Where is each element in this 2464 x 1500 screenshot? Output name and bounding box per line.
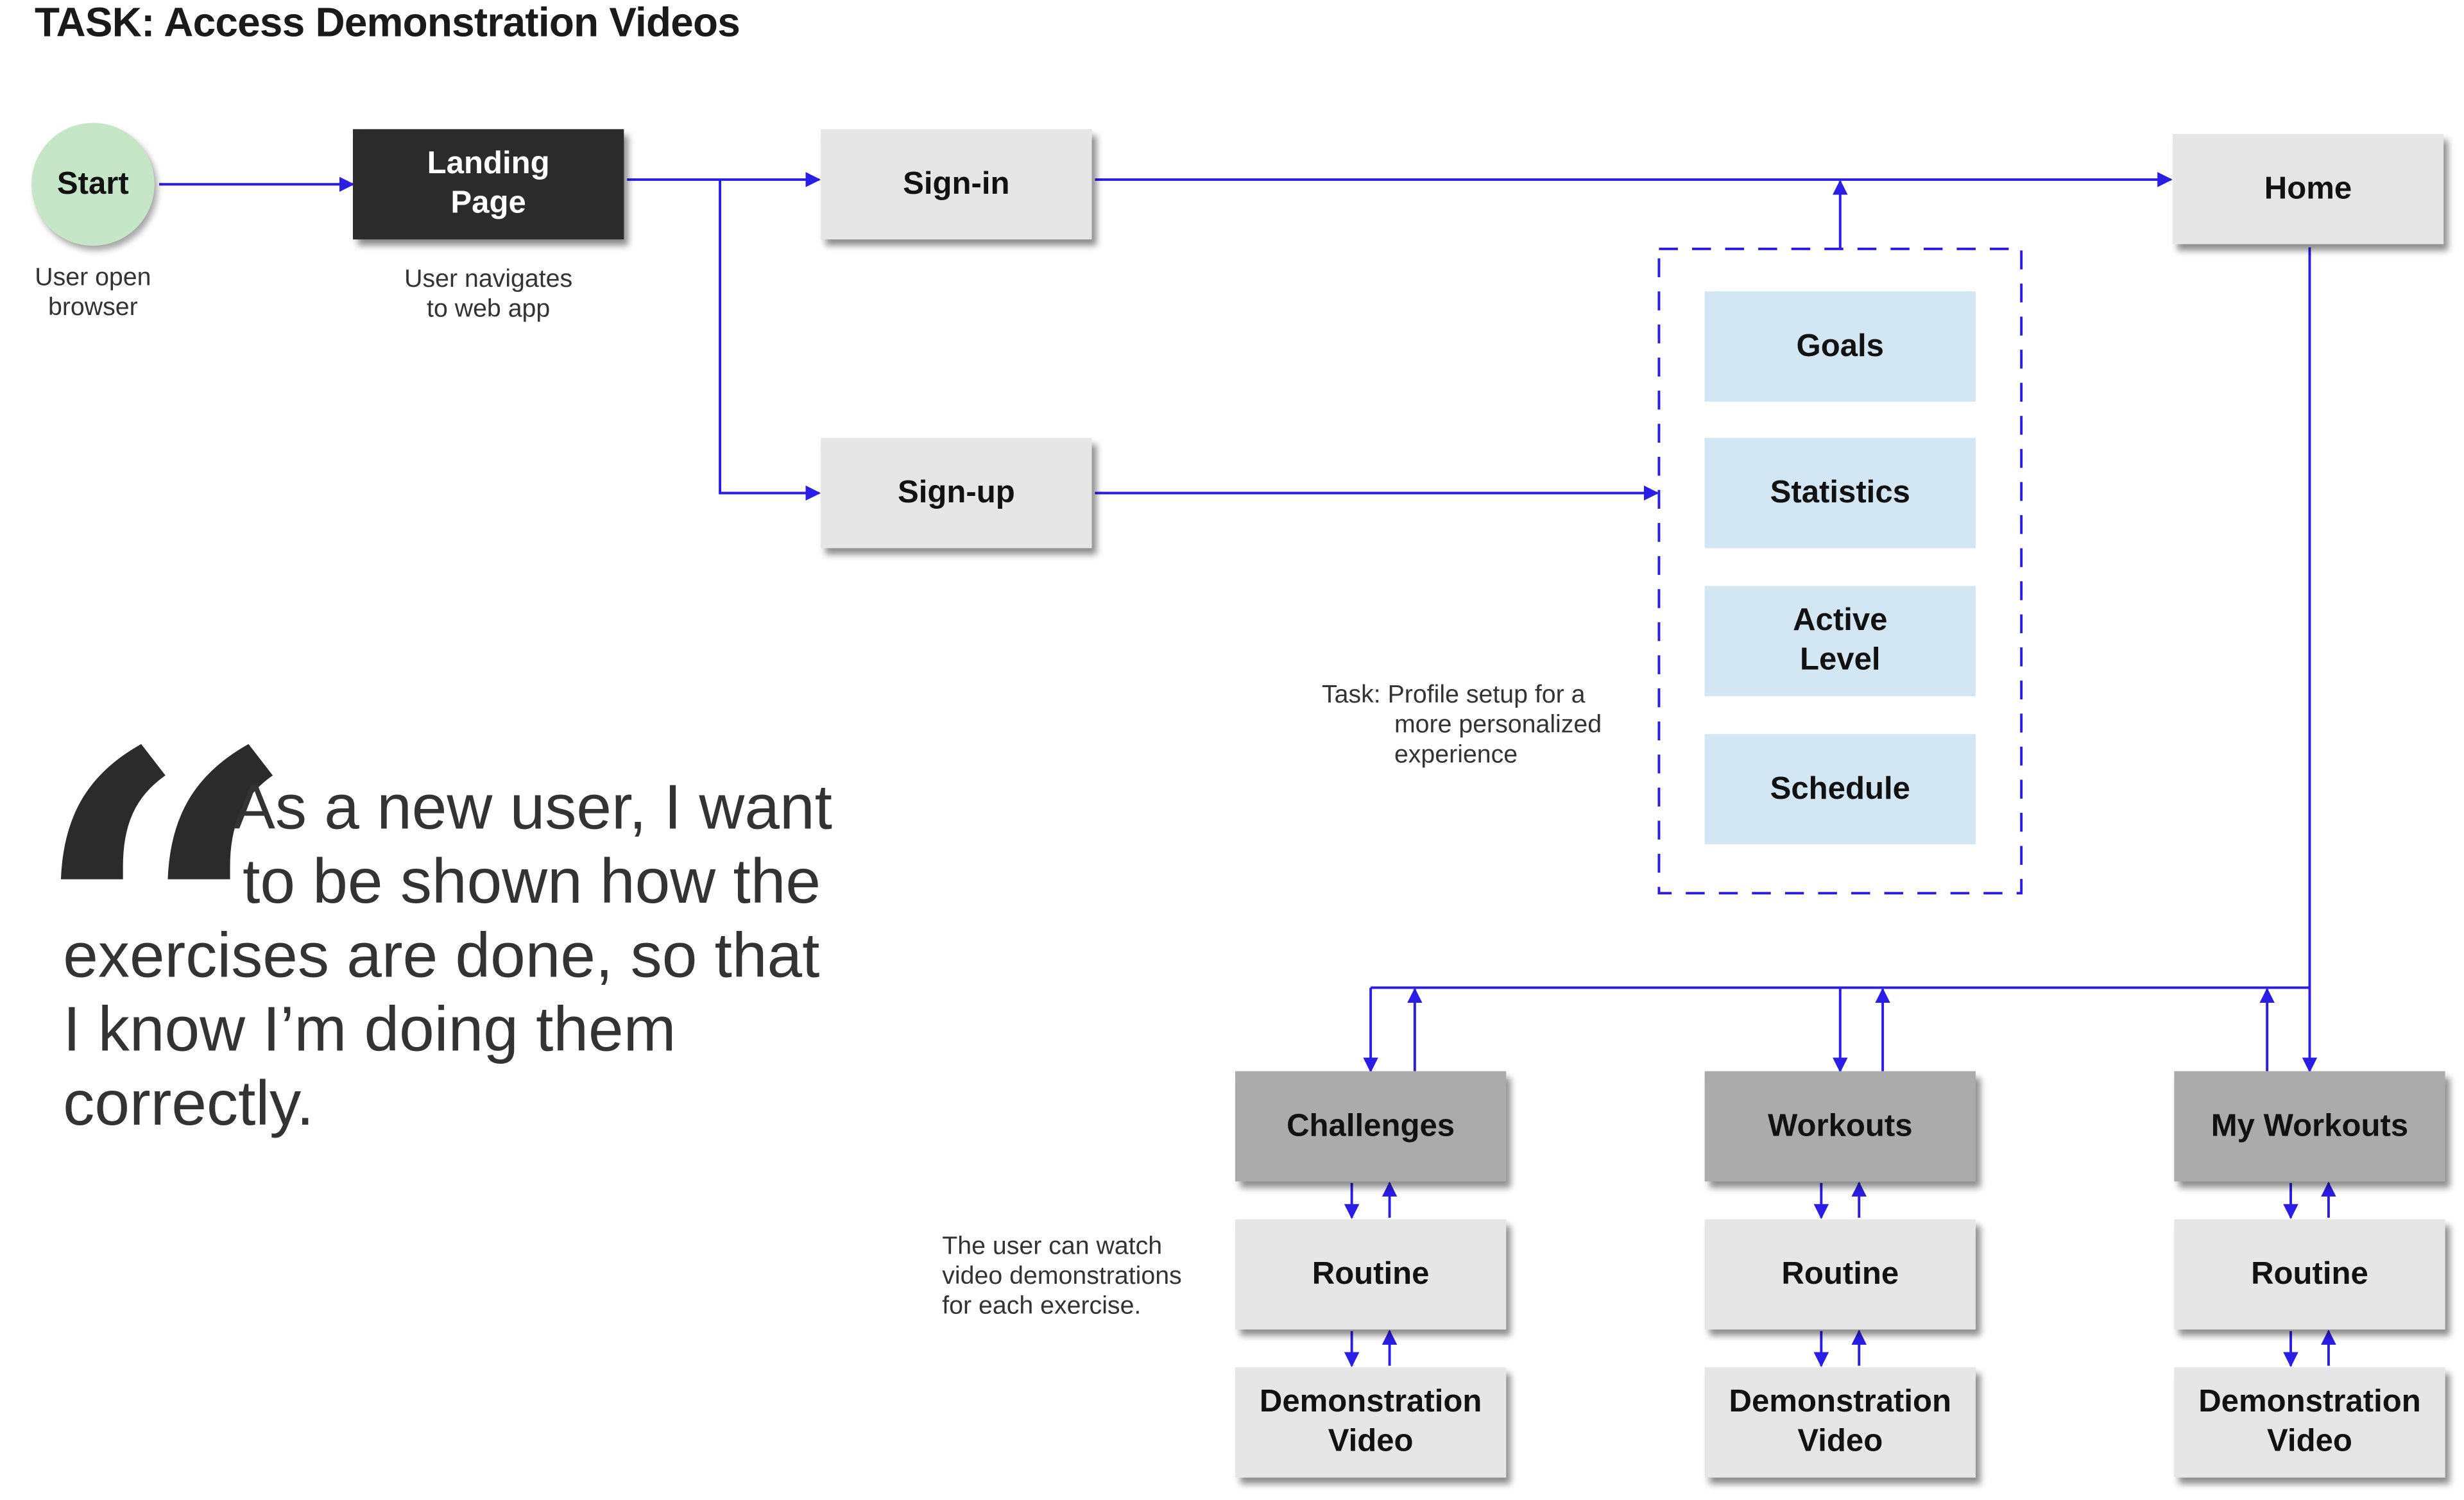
watch-caption: The user can watch video demonstrations …: [942, 1233, 1182, 1320]
my-workouts-node: My Workouts: [2174, 1071, 2445, 1182]
sign-in-node: Sign-in: [821, 129, 1092, 240]
challenges-node: Challenges: [1235, 1071, 1507, 1182]
routine-node-workouts: Routine: [1704, 1219, 1976, 1330]
landing-page-node: Landing Page: [352, 129, 624, 240]
landing-caption: User navigates to web app: [404, 266, 573, 323]
start-node: Start: [31, 123, 155, 246]
user-story-line: As a new user, I want: [233, 773, 832, 843]
user-story-line: correctly.: [63, 1070, 314, 1139]
page-title: TASK: Access Demonstration Videos: [35, 0, 740, 46]
demo-video-node-workouts: Demonstration Video: [1704, 1367, 1976, 1478]
user-story-quote: As a new user, I want to be shown how th…: [63, 772, 832, 1142]
home-node: Home: [2172, 133, 2444, 244]
profile-task-caption-3: experience: [1394, 742, 1518, 769]
schedule-node: Schedule: [1704, 734, 1976, 845]
start-caption: User open browser: [35, 264, 151, 321]
demo-video-node-my-workouts: Demonstration Video: [2174, 1367, 2445, 1478]
profile-setup-group: [1657, 247, 2023, 895]
profile-task-caption: Task: Profile setup for a: [1321, 682, 1586, 709]
statistics-node: Statistics: [1704, 438, 1976, 549]
user-story-line: exercises are done, so that: [63, 921, 820, 991]
routine-node-my-workouts: Routine: [2174, 1219, 2445, 1330]
quote-mark-icon: “: [28, 651, 300, 1207]
user-story-line: to be shown how the: [243, 847, 821, 917]
sign-up-node: Sign-up: [821, 438, 1092, 549]
workouts-node: Workouts: [1704, 1071, 1976, 1182]
active-level-node: Active Level: [1704, 586, 1976, 697]
goals-node: Goals: [1704, 291, 1976, 402]
demo-video-node-challenges: Demonstration Video: [1235, 1367, 1507, 1478]
routine-node-challenges: Routine: [1235, 1219, 1507, 1330]
profile-task-caption-2: more personalized: [1394, 712, 1602, 739]
user-story-line: I know I’m doing them: [63, 995, 676, 1065]
connector-landing-signup: [719, 179, 821, 501]
